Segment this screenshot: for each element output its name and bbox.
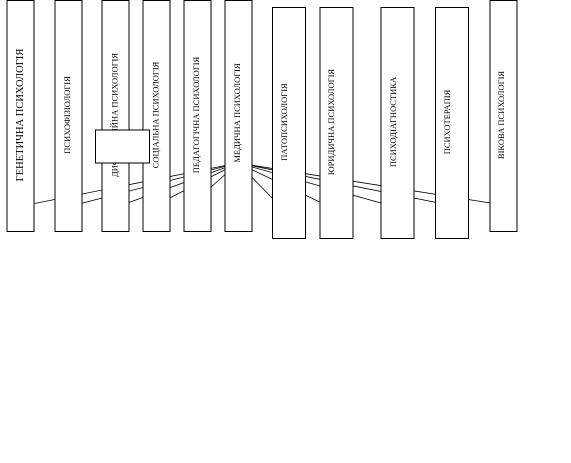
- box-age-psychology: ВІКОВА ПСИХОЛОГІЯ: [489, 0, 518, 232]
- connectors: [26, 162, 504, 206]
- box-social-psychology: СОЦІАЛЬНА ПСИХОЛОГІЯ: [142, 0, 171, 232]
- box-pedagogical-psychology: ПЕДАГОГІЧНА ПСИХОЛОГІЯ: [183, 0, 212, 232]
- box-genetic-psychology: ГЕНЕТИЧНА ПСИХОЛОГІЯ: [6, 0, 35, 232]
- box-label: ПАТОПСИХОЛОГІЯ: [279, 83, 289, 161]
- box-label: ДИФЕРЕНЦІЙНА ПСИХОЛОГІЯ: [110, 53, 120, 177]
- connector-psychodiagnostics: [237, 162, 389, 206]
- box-label: ПСИХОДІАГНОСТИКА: [388, 76, 398, 167]
- box-label: МЕДИЧНА ПСИХОЛОГІЯ: [232, 63, 242, 163]
- box-medical-psychology: МЕДИЧНА ПСИХОЛОГІЯ: [224, 0, 253, 232]
- box-label: ПСИХОТЕРАПІЯ: [442, 89, 452, 154]
- box-pathopsychology: ПАТОПСИХОЛОГІЯ: [272, 7, 306, 239]
- box-label: ЮРИДИЧНА ПСИХОЛОГІЯ: [326, 69, 336, 175]
- box-label: ПСИХОФІЗІОЛОГІЯ: [62, 76, 72, 154]
- box-label: ПЕДАГОГІЧНА ПСИХОЛОГІЯ: [191, 56, 201, 173]
- box-label: СОЦІАЛЬНА ПСИХОЛОГІЯ: [151, 61, 161, 168]
- box-legal-psychology: ЮРИДИЧНА ПСИХОЛОГІЯ: [319, 7, 354, 239]
- box-psychotherapy: ПСИХОТЕРАПІЯ: [435, 7, 469, 239]
- center-box: [95, 129, 150, 164]
- box-label: ГЕНЕТИЧНА ПСИХОЛОГІЯ: [15, 49, 26, 182]
- box-psychophysiology: ПСИХОФІЗІОЛОГІЯ: [54, 0, 83, 232]
- box-label: ВІКОВА ПСИХОЛОГІЯ: [496, 71, 506, 160]
- box-differential-psychology: ДИФЕРЕНЦІЙНА ПСИХОЛОГІЯ: [101, 0, 130, 232]
- box-psychodiagnostics: ПСИХОДІАГНОСТИКА: [380, 7, 415, 239]
- connector-differential: [121, 162, 239, 206]
